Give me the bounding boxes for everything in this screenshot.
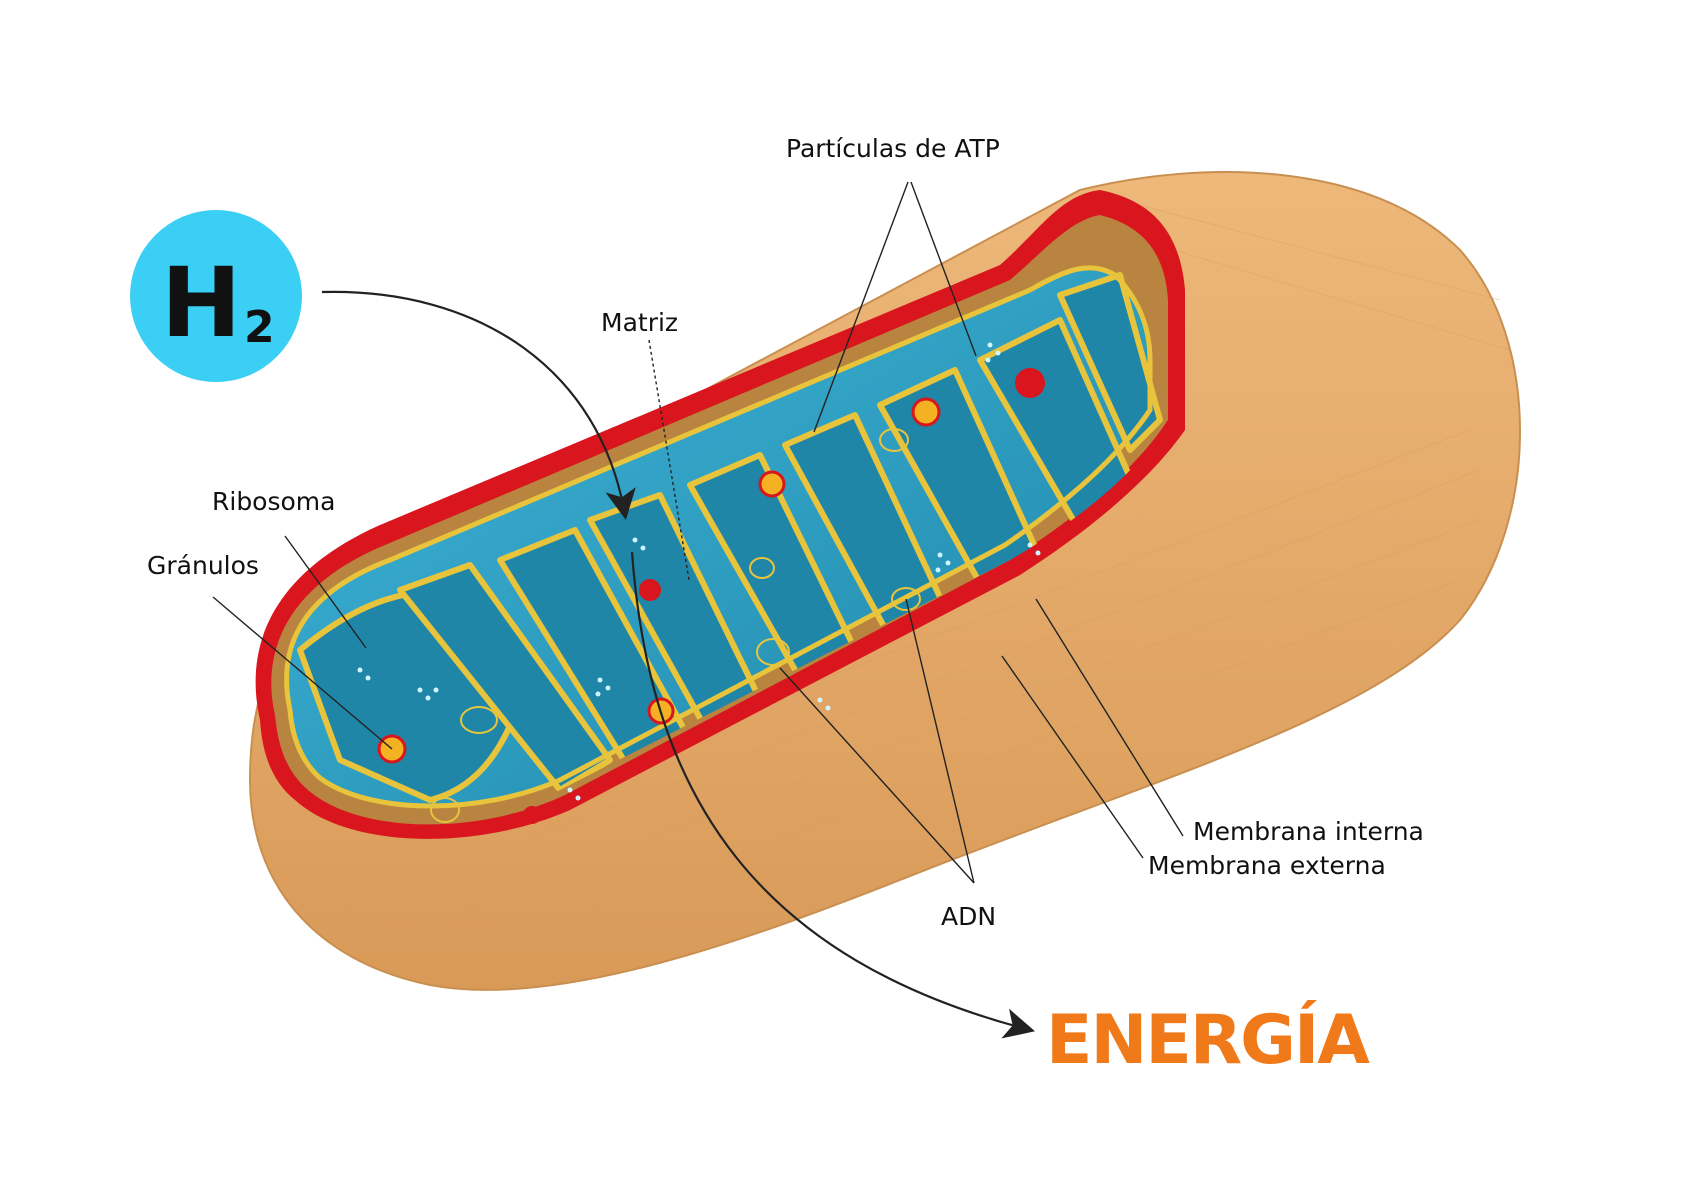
leader-matrix xyxy=(648,339,690,581)
leader-granules xyxy=(212,596,393,750)
ribosome xyxy=(639,579,661,601)
label-atp-particles: Partículas de ATP xyxy=(786,134,1000,163)
label-outer-membrane: Membrana externa xyxy=(1148,851,1386,880)
granules xyxy=(377,397,941,764)
leader-dna-right xyxy=(905,598,975,884)
leader-atp-right xyxy=(910,181,977,357)
ribosomes xyxy=(523,368,1045,824)
leader-outer-membrane xyxy=(1001,655,1144,859)
labels: Partículas de ATP Matriz Ribosoma Gránul… xyxy=(147,134,1424,931)
leader-dna-left xyxy=(779,667,975,884)
dna-rings xyxy=(430,428,921,823)
atp-particles xyxy=(357,342,1041,801)
h2-subscript: 2 xyxy=(244,302,275,353)
granule xyxy=(911,397,941,427)
dna-ring xyxy=(879,428,909,452)
leader-atp-left xyxy=(813,181,909,433)
inner-membrane xyxy=(284,265,1153,809)
h2-circle xyxy=(130,210,302,382)
dna-ring xyxy=(460,706,498,734)
h2-symbol: H xyxy=(161,247,241,359)
energy-label: ENERGÍA xyxy=(1046,1000,1370,1080)
dna-ring xyxy=(756,638,790,666)
label-inner-membrane: Membrana interna xyxy=(1193,817,1424,846)
label-ribosome: Ribosoma xyxy=(212,487,335,516)
h2-entry-arrow xyxy=(321,290,636,521)
ribosome xyxy=(523,806,541,824)
mitochondrion xyxy=(248,171,1521,991)
leader-inner-membrane xyxy=(1035,598,1184,837)
dna-ring xyxy=(891,587,921,611)
dna-ring xyxy=(430,797,460,823)
energy-output-arrow xyxy=(630,551,1035,1039)
leader-lines xyxy=(212,181,1184,884)
label-dna: ADN xyxy=(941,902,996,931)
ribosome xyxy=(1015,368,1045,398)
granule xyxy=(758,470,786,498)
leader-ribosome xyxy=(284,535,367,649)
label-matrix: Matriz xyxy=(601,308,678,337)
dna-ring xyxy=(749,557,775,579)
h2-molecule: H 2 xyxy=(130,210,302,382)
label-granules: Gránulos xyxy=(147,551,259,580)
